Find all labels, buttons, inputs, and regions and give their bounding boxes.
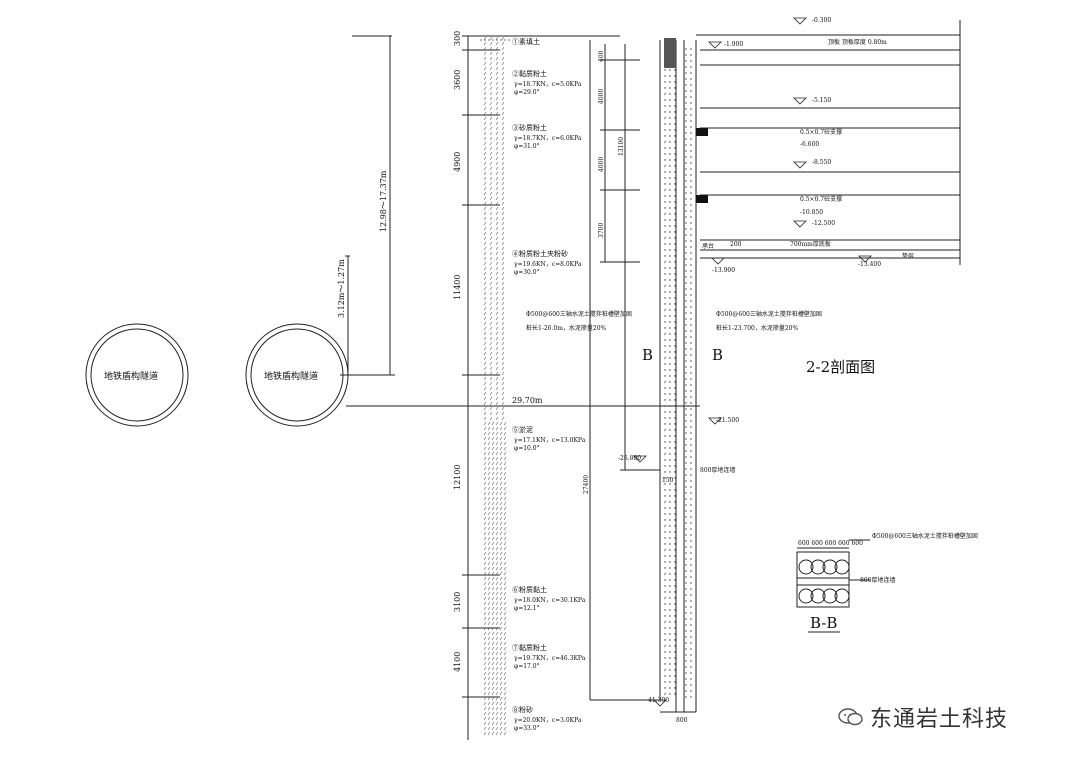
layer-3-p2: φ=31.0°	[514, 143, 540, 150]
dim-150: 150	[662, 477, 674, 484]
thick-4: 11400	[453, 275, 462, 300]
section-title: 2-2剖面图	[806, 358, 875, 376]
watermark: 东通岩土科技	[838, 702, 1068, 732]
dim-200: 200	[730, 241, 742, 248]
dim-13100: 13100	[618, 137, 625, 156]
wall-label: 800厚地连墙	[700, 466, 735, 474]
layer-2-p2: φ=29.0°	[514, 89, 540, 96]
bb-title: B-B	[810, 614, 837, 632]
marker-b-left: B	[642, 346, 653, 364]
layer-8: ⑧粉砂	[512, 705, 533, 714]
elev-8: -21.500	[716, 417, 739, 424]
elev-2: -6.600	[800, 141, 819, 148]
pile-left-2: 桩长1-26.0m，水泥掺量20%	[526, 324, 607, 332]
tunnel-range-inner: 3.12m～1.27m	[337, 259, 346, 318]
tunnel-depth: 29.70m	[512, 396, 543, 405]
layer-5: ⑤淤泥	[512, 425, 533, 434]
elev-7: -13.400	[858, 261, 881, 268]
elev-ground: -1.900	[724, 41, 743, 48]
beam-block	[696, 128, 708, 136]
soil-hatching	[483, 36, 507, 736]
watermark-text: 东通岩土科技	[870, 707, 1009, 732]
dim-3700: 3700	[598, 223, 605, 238]
layer-5-p2: φ=10.0°	[514, 445, 540, 452]
elev-5: -12.500	[812, 220, 835, 227]
crown-beam	[664, 38, 676, 68]
base: 垫层	[902, 252, 914, 260]
bb-dims: 600 600 600 600 600	[798, 540, 863, 547]
layer-7: ⑦黏质粉土	[512, 643, 547, 652]
marker-b-right: B	[712, 346, 723, 364]
thick-3: 4900	[453, 152, 462, 172]
layer-6-p2: φ=12.1°	[514, 605, 540, 612]
pile-right-1: Φ500@600三轴水泥土搅拌桩槽壁加固	[716, 310, 822, 318]
elev-3: -8.550	[812, 159, 831, 166]
dim-4000a: 4000	[598, 89, 605, 104]
dim-400: 400	[598, 50, 605, 62]
layer-3: ③砂质粉土	[512, 123, 547, 132]
wall-bb: 800厚地连墙	[860, 576, 895, 584]
thick-7: 4100	[453, 652, 462, 672]
layer-8-p2: φ=33.0°	[514, 725, 540, 732]
layer-1: ①素填土	[512, 37, 540, 46]
elev-4: -10.850	[800, 209, 823, 216]
layer-2: ②黏质粉土	[512, 69, 547, 78]
thick-5: 12100	[453, 465, 462, 490]
floor: 700mm厚底板	[790, 240, 831, 248]
layer-7-p2: φ=17.0°	[514, 663, 540, 670]
dim-27400: 27400	[583, 475, 590, 494]
layer-4-p2: φ=30.0°	[514, 269, 540, 276]
layer-4: ④粉质粉土夹粉砂	[512, 249, 568, 258]
tunnel-right-label: 地铁盾构隧道	[264, 370, 318, 382]
layer-4-p1: γ=19.6KN，c=8.0KPa	[514, 261, 582, 268]
tunnel-left-label: 地铁盾构隧道	[104, 370, 158, 382]
elev-1: -5.150	[812, 97, 831, 104]
layer-5-p1: γ=17.1KN，c=13.0KPa	[514, 437, 586, 444]
layer-2-p1: γ=18.7KN，c=5.0KPa	[514, 81, 582, 88]
thick-1: 300	[453, 31, 462, 46]
elev-top: -0.300	[812, 17, 831, 24]
tunnel-range-outer: 12.98～17.37m	[379, 170, 388, 232]
wechat-icon	[838, 708, 863, 726]
pile-bb: Φ500@600三轴水泥土搅拌桩槽壁加固	[872, 532, 978, 540]
pile-left-1: Φ500@600三轴水泥土搅拌桩槽壁加固	[526, 310, 632, 318]
thick-2: 3600	[453, 70, 462, 90]
elev-10: -41.300	[646, 697, 669, 704]
beam-2: 0.5×0.7砼支撑	[800, 195, 842, 203]
layer-8-p1: γ=20.0KN，c=3.0KPa	[514, 717, 582, 724]
dim-4000b: 4000	[598, 157, 605, 172]
elev-9: -26.800	[618, 455, 641, 462]
thick-6: 3100	[453, 592, 462, 612]
layer-3-p1: γ=18.7KN，c=6.0KPa	[514, 135, 582, 142]
beam-block	[696, 195, 708, 203]
bench: 承台	[702, 242, 714, 250]
pile-right-2: 桩长1-23.700，水泥掺量20%	[716, 324, 798, 332]
layer-6: ⑥粉质黏土	[512, 585, 547, 594]
wall-width: 800	[676, 717, 688, 724]
layer-7-p1: γ=19.7KN，c=46.3KPa	[514, 655, 586, 662]
slab-top: 顶板 顶板厚度 0.80m	[828, 38, 887, 46]
beam-1: 0.5×0.7砼支撑	[800, 128, 842, 136]
pile-fill	[664, 45, 692, 698]
layer-6-p1: γ=18.0KN，c=30.1KPa	[514, 597, 586, 604]
elev-6: -13.900	[712, 267, 735, 274]
